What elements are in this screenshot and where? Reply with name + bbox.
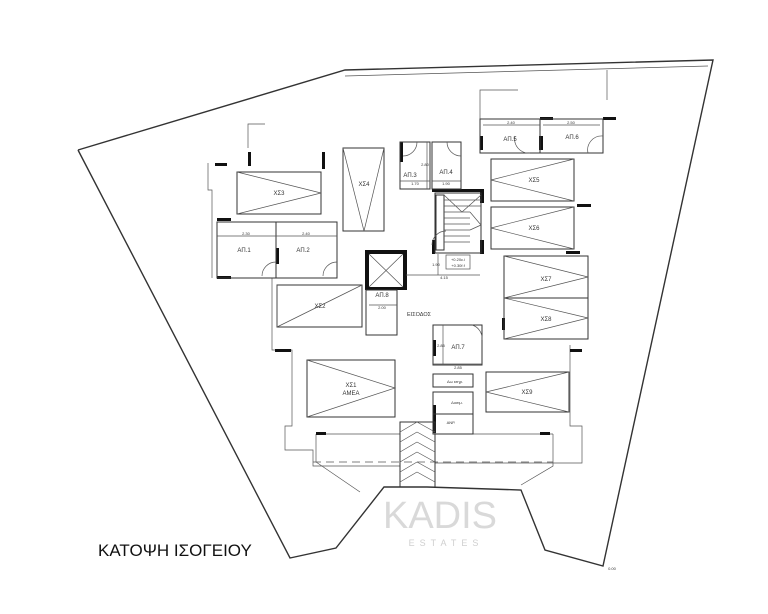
- entrance-ramp: [399, 421, 436, 488]
- label-entrance: ΕΙΣΟΔΟΣ: [407, 312, 432, 318]
- label-xs7: ΧΣ7: [540, 277, 552, 283]
- label-ap3: ΑΠ.3: [403, 173, 417, 179]
- watermark-brand: KADIS: [383, 495, 497, 537]
- elevation-box: [445, 254, 471, 270]
- site-boundary: [77, 59, 714, 567]
- label-ap4: ΑΠ.4: [439, 170, 453, 176]
- label-xs4: ΧΣ4: [358, 182, 370, 188]
- watermark-sub: ESTATES: [409, 538, 484, 548]
- storage-rooms: [216, 118, 604, 435]
- dim-ap4-width: 1.90: [442, 181, 451, 186]
- label-xs1-note: ΑΜΕΑ: [342, 391, 359, 397]
- staircase: [434, 192, 482, 254]
- label-ap8: ΑΠ.8: [375, 293, 389, 299]
- dim-ap3-width: 1.70: [411, 181, 420, 186]
- label-ap7: ΑΠ.7: [451, 345, 465, 351]
- level-mark: 0.00: [608, 566, 617, 571]
- dim-ap5-width: 2.40: [507, 120, 516, 125]
- dim-ap3-depth: 2.80: [421, 162, 430, 167]
- site-boundary-inner: [344, 65, 709, 77]
- parking-spaces: [236, 147, 589, 418]
- dim-ap7-depth: 2.85: [437, 343, 446, 348]
- dim-ap6-width: 2.50: [567, 120, 576, 125]
- label-ap1: ΑΠ.1: [237, 248, 251, 254]
- label-xs5: ΧΣ5: [528, 178, 540, 184]
- dim-ap2-width: 2.40: [302, 231, 311, 236]
- elevator: [368, 253, 404, 288]
- label-elevation-ci: +0.20c.i: [451, 257, 465, 262]
- label-ap5: ΑΠ.5: [503, 137, 517, 143]
- label-xs1: ΧΣ1: [345, 383, 357, 389]
- dim-ap1-width: 2.30: [242, 231, 251, 236]
- label-xs3: ΧΣ3: [273, 191, 285, 197]
- label-xs8: ΧΣ8: [540, 317, 552, 323]
- dim-ap7-width: 2.85: [454, 365, 463, 370]
- label-xs6: ΧΣ6: [528, 226, 540, 232]
- structural-walls: [215, 117, 616, 435]
- label-room-1: Δω κτηρ.: [447, 379, 463, 384]
- label-xs9: ΧΣ9: [521, 390, 533, 396]
- dim-ap8-width: 2.00: [378, 305, 387, 310]
- label-elevation-ff: +0.30f.f: [451, 263, 465, 268]
- label-room-3: ΑΝΡ.: [447, 420, 456, 425]
- labels: ΧΣ1 ΑΜΕΑ ΧΣ2 ΧΣ3 ΧΣ4 ΧΣ5 ΧΣ6 ΧΣ7 ΧΣ8 ΧΣ9…: [237, 135, 579, 425]
- dim-lobby-depth: 1.90: [432, 262, 441, 267]
- dimension-lines: 2.30 2.40 1.70 1.90 2.80 2.40 2.50 4.15 …: [217, 120, 600, 370]
- dim-lobby-width: 4.15: [440, 275, 449, 280]
- label-xs2: ΧΣ2: [314, 304, 326, 310]
- label-room-2: Δοσιμ.: [451, 400, 463, 405]
- drawing-title: ΚΑΤΟΨΗ ΙΣΟΓΕΙΟΥ: [98, 541, 252, 560]
- label-ap6: ΑΠ.6: [565, 135, 579, 141]
- label-ap2: ΑΠ.2: [296, 248, 310, 254]
